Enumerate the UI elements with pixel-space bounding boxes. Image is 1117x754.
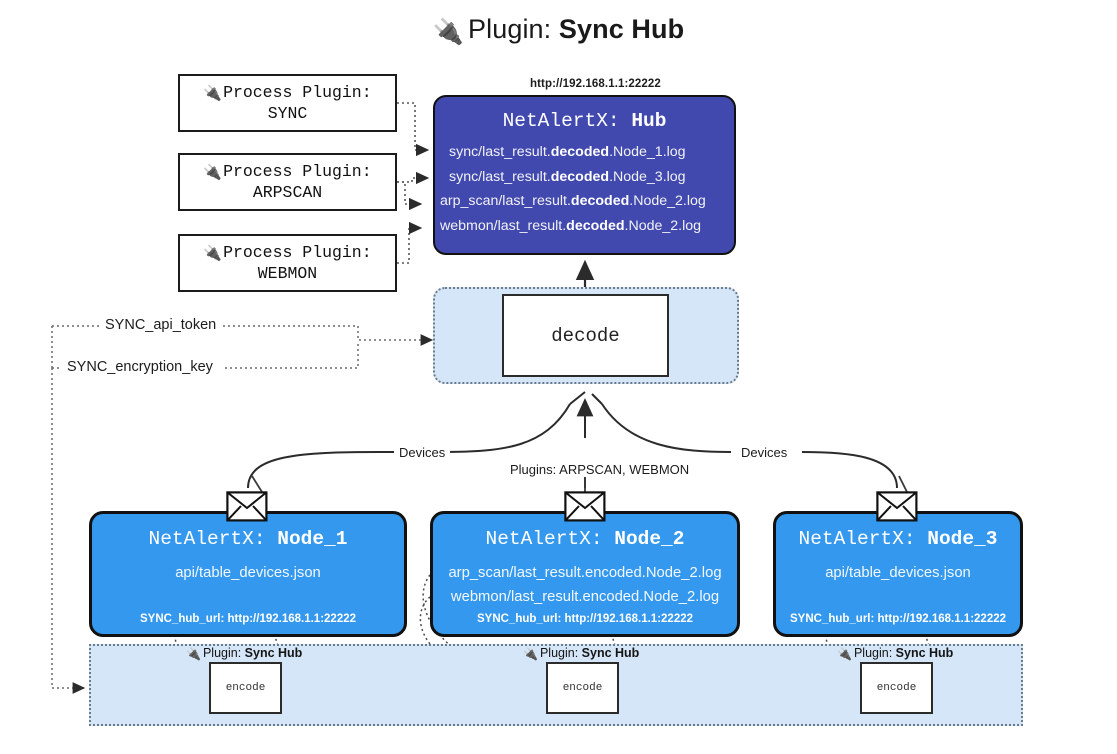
encode-box-1[interactable]: encode: [209, 662, 282, 714]
log-mid: decoded: [570, 193, 630, 210]
encode-label-name: Sync Hub: [581, 646, 640, 660]
hub-log-row: sync/last_result.decoded.Node_1.log: [435, 140, 734, 165]
node-title: NetAlertX: Node_2: [433, 528, 737, 550]
plug-icon: 🔌: [203, 243, 223, 262]
process-plugin-label: Process Plugin:: [223, 161, 372, 181]
process-plugin-name: WEBMON: [257, 264, 318, 284]
log-post: .Node_1.log: [609, 144, 686, 160]
hub-log-row: webmon/last_result.decoded.Node_2.log: [435, 214, 734, 239]
envelope-icon: [226, 491, 268, 522]
plug-icon: 🔌: [523, 647, 538, 661]
node-footer: SYNC_hub_url: http://192.168.1.1:22222: [139, 613, 357, 625]
plug-icon: 🔌: [837, 647, 852, 661]
node-node-1[interactable]: NetAlertX: Node_1 api/table_devices.json…: [89, 511, 407, 637]
page-title-lead: Plugin:: [468, 14, 559, 44]
encode-label-lead: Plugin:: [539, 646, 582, 660]
log-pre: sync/last_result.: [449, 168, 551, 185]
log-pre: sync/last_result.: [449, 144, 551, 160]
plug-icon: 🔌: [186, 647, 201, 661]
encode-plugin-label-1: 🔌Plugin: Sync Hub: [186, 646, 302, 661]
plug-icon: 🔌: [432, 18, 465, 46]
process-plugin-webmon[interactable]: 🔌Process Plugin: WEBMON: [178, 234, 397, 292]
node-title-prefix: NetAlertX:: [148, 528, 278, 550]
envelope-icon: [564, 491, 606, 522]
page-title: 🔌Plugin: Sync Hub: [0, 14, 1117, 47]
node-title: NetAlertX: Node_3: [776, 528, 1020, 550]
log-post: .Node_3.log: [609, 168, 686, 185]
encode-label-lead: Plugin:: [853, 646, 896, 660]
node-line: api/table_devices.json: [175, 565, 321, 581]
secret-label-api-token: SYNC_api_token: [100, 317, 222, 333]
hub-url: http://192.168.1.1:22222: [530, 78, 661, 90]
log-post: .Node_2.log: [629, 193, 706, 210]
process-plugin-label: Process Plugin:: [223, 82, 372, 102]
node-title-prefix: NetAlertX:: [485, 528, 615, 550]
encode-label-lead: Plugin:: [202, 646, 245, 660]
secret-label-encryption-key: SYNC_encryption_key: [62, 359, 218, 375]
node-title-name: Node_1: [277, 528, 348, 550]
edge-label-devices-right: Devices: [736, 445, 793, 460]
encode-plugin-label-3: 🔌Plugin: Sync Hub: [837, 646, 953, 661]
encode-plugin-label-2: 🔌Plugin: Sync Hub: [523, 646, 639, 661]
log-mid: decoded: [550, 168, 610, 185]
hub-log-row: sync/last_result.decoded.Node_3.log: [435, 165, 734, 190]
hub-node[interactable]: NetAlertX: Hub sync/last_result.decoded.…: [433, 95, 736, 255]
encode-label-name: Sync Hub: [244, 646, 303, 660]
edge-label-plugins: Plugins: ARPSCAN, WEBMON: [505, 462, 695, 477]
node-line-list: api/table_devices.json: [92, 562, 404, 586]
encode-box-3[interactable]: encode: [860, 662, 933, 714]
page-title-name: Sync Hub: [558, 14, 685, 44]
process-plugin-name: ARPSCAN: [252, 183, 323, 203]
process-plugin-sync[interactable]: 🔌Process Plugin: SYNC: [178, 74, 397, 132]
log-mid: decoded: [550, 144, 610, 160]
hub-title-name: Hub: [631, 110, 667, 132]
log-post: .Node_2.log: [624, 217, 702, 234]
node-title: NetAlertX: Node_1: [92, 528, 404, 550]
encode-box-2[interactable]: encode: [546, 662, 619, 714]
envelope-icon: [876, 491, 918, 522]
node-line: api/table_devices.json: [825, 565, 971, 581]
process-plugin-arpscan[interactable]: 🔌Process Plugin: ARPSCAN: [178, 153, 397, 211]
node-node-2[interactable]: NetAlertX: Node_2 arp_scan/last_result.e…: [430, 511, 740, 637]
log-pre: webmon/last_result.: [440, 217, 567, 234]
node-line: webmon/last_result.encoded.Node_2.log: [450, 588, 720, 605]
log-mid: decoded: [566, 217, 625, 234]
process-plugin-label: Process Plugin:: [223, 242, 372, 262]
plug-icon: 🔌: [203, 83, 223, 102]
hub-log-row: arp_scan/last_result.decoded.Node_2.log: [435, 189, 734, 214]
node-title-prefix: NetAlertX:: [798, 528, 928, 550]
node-line: arp_scan/last_result.encoded.Node_2.log: [448, 565, 722, 581]
hub-title: NetAlertX: Hub: [435, 110, 734, 132]
node-line-list: arp_scan/last_result.encoded.Node_2.log …: [433, 562, 737, 610]
hub-log-list: sync/last_result.decoded.Node_1.log sync…: [435, 140, 734, 238]
decode-box[interactable]: decode: [502, 294, 669, 377]
node-title-name: Node_2: [614, 528, 685, 550]
edge-label-devices-left: Devices: [394, 445, 451, 460]
log-pre: arp_scan/last_result.: [440, 193, 571, 210]
plug-icon: 🔌: [203, 162, 223, 181]
node-footer: SYNC_hub_url: http://192.168.1.1:22222: [476, 613, 694, 625]
node-node-3[interactable]: NetAlertX: Node_3 api/table_devices.json…: [773, 511, 1023, 637]
node-footer: SYNC_hub_url: http://192.168.1.1:22222: [789, 613, 1007, 625]
process-plugin-name: SYNC: [267, 104, 308, 124]
node-title-name: Node_3: [927, 528, 998, 550]
encode-label-name: Sync Hub: [895, 646, 954, 660]
node-line-list: api/table_devices.json: [776, 562, 1020, 586]
hub-title-prefix: NetAlertX:: [502, 110, 632, 132]
